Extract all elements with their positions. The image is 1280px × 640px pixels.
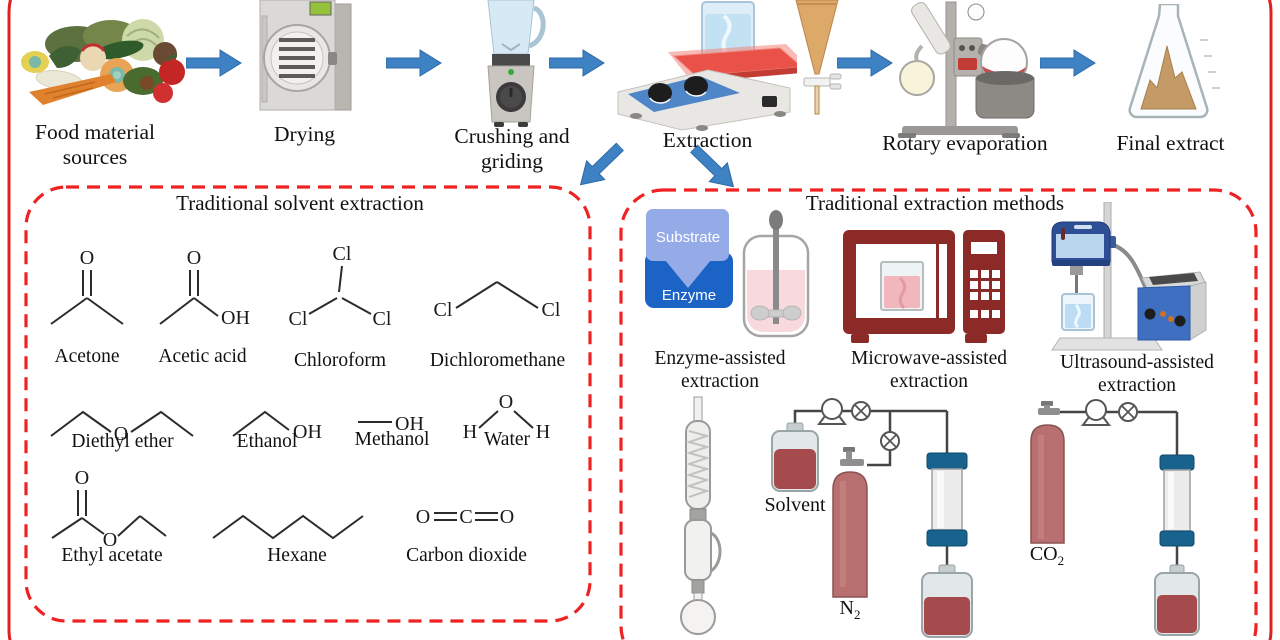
carbon-dioxide-structure: O C O xyxy=(416,506,514,528)
method-label-ultrasound: Ultrasound-assisted extraction xyxy=(1060,352,1214,396)
methods-box-border xyxy=(619,188,1258,640)
step-label-food: Food material sources xyxy=(34,120,155,170)
atom-label: H xyxy=(463,421,477,443)
enzyme-label: Enzyme xyxy=(662,287,716,304)
solvent-label: Ethanol xyxy=(236,431,298,452)
atom-label: O xyxy=(500,506,514,528)
collection-bottle xyxy=(1154,564,1200,636)
n2-base: N xyxy=(839,597,854,619)
step-label-rotary: Rotary evaporation xyxy=(882,131,1048,155)
methanol-structure: OH xyxy=(358,413,424,435)
dichloromethane-structure: Cl Cl xyxy=(434,281,561,321)
diethyl-ether-structure: O xyxy=(50,410,194,445)
ethyl-acetate-structure: O O xyxy=(51,467,167,551)
solvent-label: Water xyxy=(483,429,531,450)
valve-symbol xyxy=(880,431,900,451)
atom-label: Cl xyxy=(542,299,561,321)
step-label-drying: Drying xyxy=(274,122,335,146)
co2-sub: 2 xyxy=(1057,553,1065,568)
co2-label: CO2 xyxy=(1012,543,1082,568)
rotary-evaporator-illustration xyxy=(898,1,1035,138)
hexane-structure xyxy=(212,514,364,540)
solvent-label: Methanol xyxy=(354,429,430,450)
final-extract-flask-illustration xyxy=(1128,4,1220,119)
extraction-column xyxy=(926,452,968,547)
atom-label: H xyxy=(536,421,550,443)
solvent-label: Chloroform xyxy=(293,350,387,371)
solvent-label: Ethyl acetate xyxy=(61,545,163,566)
step-label-crushing: Crushing and griding xyxy=(454,124,570,174)
food-pile-illustration xyxy=(21,19,185,105)
co2-base: CO xyxy=(1029,543,1058,565)
atom-label: Cl xyxy=(434,299,453,321)
n2-sub: 2 xyxy=(853,607,861,622)
atom-label: O xyxy=(103,529,117,551)
substrate-label: Substrate xyxy=(656,229,720,246)
atom-label: O xyxy=(80,247,94,269)
valve-symbol xyxy=(851,401,871,421)
solvent-label: Carbon dioxide xyxy=(406,545,527,566)
solvent-label: Acetone xyxy=(54,346,120,367)
microwave-illustration xyxy=(843,230,1005,343)
solvent-label: Hexane xyxy=(267,545,327,566)
atom-label: O xyxy=(114,423,128,445)
chloroform-structure: Cl Cl Cl xyxy=(289,243,392,330)
separating-funnel-illustration xyxy=(795,0,842,115)
step-label-final: Final extract xyxy=(1116,131,1225,155)
solvent-box-border xyxy=(24,185,592,623)
atom-label: O xyxy=(187,247,201,269)
atom-label: Cl xyxy=(289,308,308,330)
ultrasound-illustration xyxy=(1051,202,1207,351)
atom-label: OH xyxy=(293,421,322,443)
solvent-box-title: Traditional solvent extraction xyxy=(176,191,424,215)
soxhlet-extractor-illustration xyxy=(680,396,722,635)
blender-illustration xyxy=(487,0,546,127)
flow-arrow xyxy=(186,49,242,77)
atom-label: OH xyxy=(221,307,250,329)
atom-label: Cl xyxy=(373,308,392,330)
flow-arrow xyxy=(549,49,605,77)
flow-arrow xyxy=(1040,49,1096,77)
atom-label: C xyxy=(459,506,472,528)
atom-label: O xyxy=(75,467,89,489)
atom-label: OH xyxy=(395,413,424,435)
flow-arrow xyxy=(386,49,442,77)
acetone-structure: O xyxy=(50,247,124,325)
pump-symbol xyxy=(1081,399,1111,426)
outer-border xyxy=(7,0,1273,640)
sfe-schematic xyxy=(680,396,1200,638)
n2-label: N2 xyxy=(820,597,880,622)
atom-label: O xyxy=(499,391,513,413)
collection-bottle xyxy=(921,564,973,638)
valve-symbol xyxy=(1118,402,1138,422)
solvent-bottle xyxy=(771,422,819,492)
solvent-label: Dichloromethane xyxy=(429,350,566,371)
acetic-acid-structure: O OH xyxy=(159,247,250,329)
solvent-label: Acetic acid xyxy=(158,346,247,367)
methods-box-title: Traditional extraction methods xyxy=(805,191,1065,215)
atom-label: O xyxy=(416,506,430,528)
step-label-extraction: Extraction xyxy=(662,128,753,152)
flow-arrow-down-left xyxy=(579,142,625,186)
co2-cylinder xyxy=(1030,401,1065,544)
solvent-bottle-label: Solvent xyxy=(764,494,826,516)
ethanol-structure: OH xyxy=(232,410,322,443)
hotplate-stirrer-illustration xyxy=(617,1,797,131)
extraction-column xyxy=(1159,454,1195,547)
atom-label: Cl xyxy=(333,243,352,265)
flow-arrow xyxy=(837,49,893,77)
solvent-label: Diethyl ether xyxy=(71,431,174,452)
n2-cylinder xyxy=(832,447,868,598)
bioreactor-illustration xyxy=(742,210,810,338)
substrate-enzyme-icon: Substrate Enzyme xyxy=(645,209,733,308)
freeze-dryer-illustration xyxy=(259,0,352,111)
method-label-microwave: Microwave-assisted extraction xyxy=(851,348,1007,392)
flow-arrow-down-right xyxy=(689,144,735,188)
water-structure: H O H xyxy=(463,391,550,443)
pump-symbol xyxy=(817,398,847,425)
method-label-enzyme: Enzyme-assisted extraction xyxy=(654,348,786,392)
